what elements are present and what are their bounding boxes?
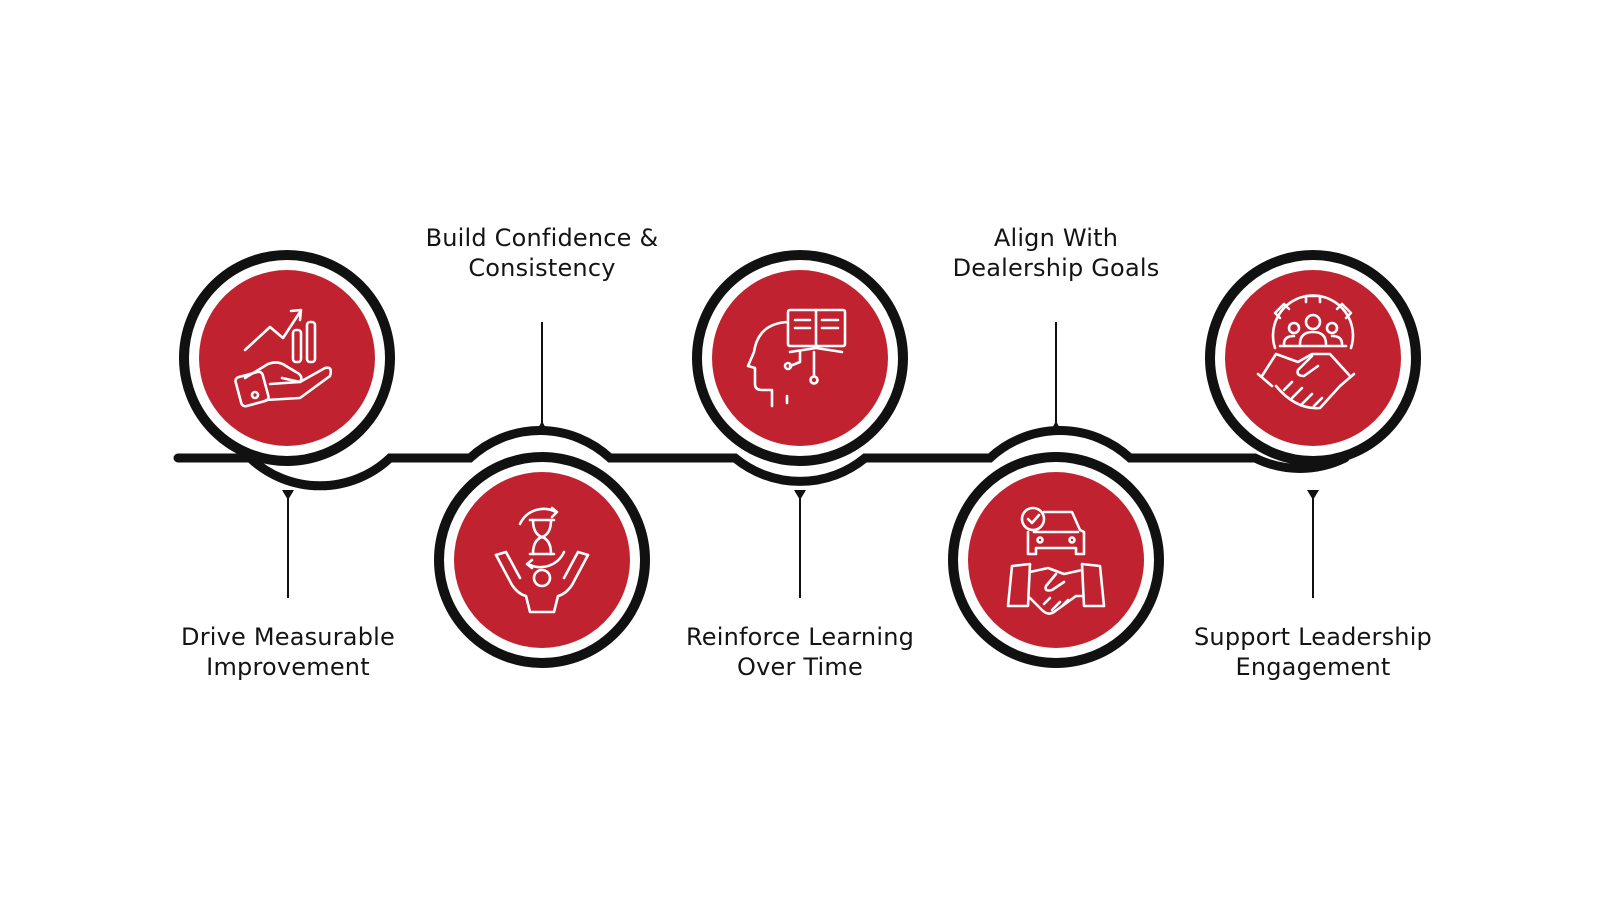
step-4-label-line-2: Dealership Goals xyxy=(952,254,1160,282)
growth-chart-hand-icon xyxy=(234,308,333,408)
head-book-icon xyxy=(746,308,847,408)
step-4-node xyxy=(948,452,1164,668)
step-1-label-line-2: Improvement xyxy=(206,653,370,681)
step-1-label: Drive Measurable Improvement xyxy=(128,622,448,682)
connector-step-3 xyxy=(794,490,806,598)
step-4-label: Align With Dealership Goals xyxy=(896,223,1216,283)
connector-step-2 xyxy=(536,322,548,432)
step-3-node xyxy=(692,250,908,466)
step-2-node xyxy=(434,452,650,668)
step-4-label-line-1: Align With xyxy=(993,224,1119,252)
step-3-label: Reinforce Learning Over Time xyxy=(640,622,960,682)
step-5-label: Support Leadership Engagement xyxy=(1153,622,1473,682)
connector-step-4 xyxy=(1050,322,1062,432)
hourglass-person-icon xyxy=(494,506,590,614)
connector-step-5 xyxy=(1307,490,1319,598)
step-1-node xyxy=(179,250,395,466)
step-5-label-line-1: Support Leadership xyxy=(1193,623,1432,651)
step-2-label-line-1: Build Confidence & xyxy=(425,224,659,252)
step-2-label: Build Confidence & Consistency xyxy=(382,223,702,283)
step-5-label-line-2: Engagement xyxy=(1235,653,1391,681)
step-1-label-line-1: Drive Measurable xyxy=(181,623,395,651)
timeline-path xyxy=(173,426,1350,491)
connector-step-1 xyxy=(282,490,294,598)
step-3-label-line-2: Over Time xyxy=(737,653,863,681)
step-2-label-line-2: Consistency xyxy=(468,254,616,282)
car-handshake-icon xyxy=(1006,506,1106,615)
step-5-node xyxy=(1205,250,1421,466)
team-gear-handshake-icon xyxy=(1256,294,1356,410)
step-3-label-line-1: Reinforce Learning xyxy=(685,623,915,651)
